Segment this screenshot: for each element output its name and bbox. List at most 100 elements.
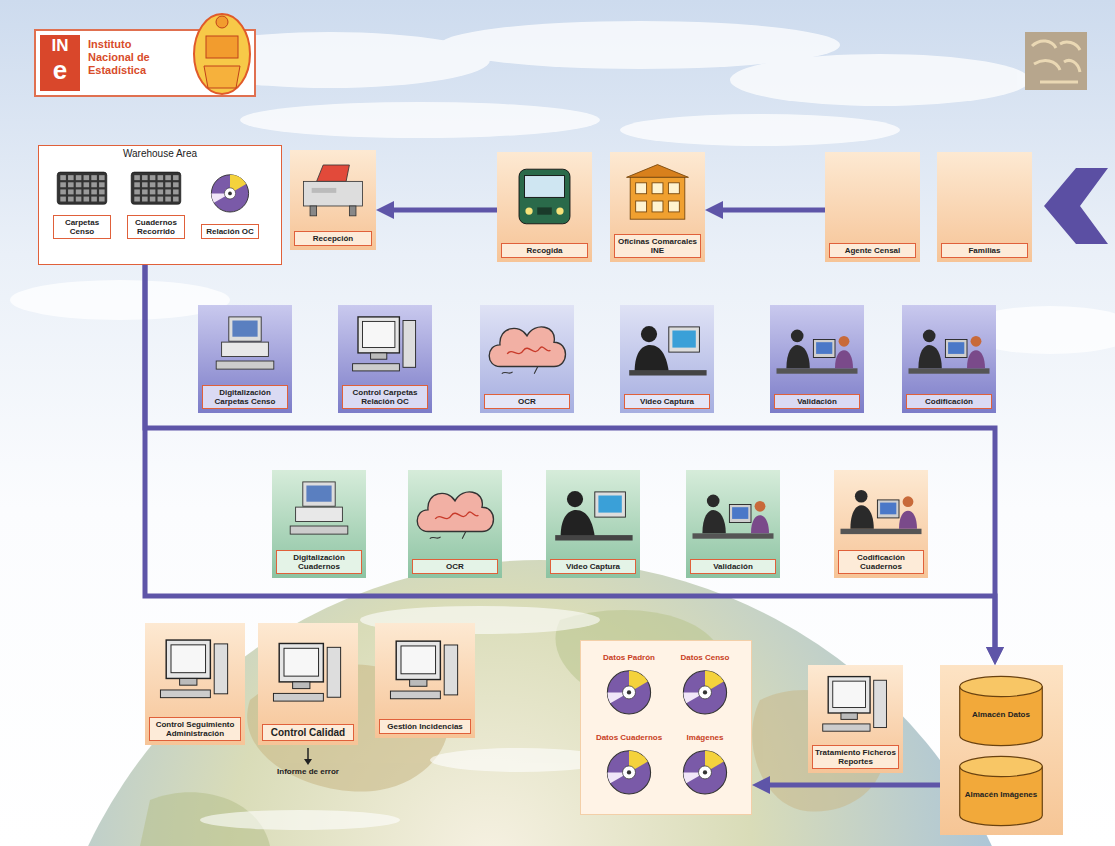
illustration-part xyxy=(489,327,565,374)
icon-cloud xyxy=(482,308,572,391)
icon-printer xyxy=(292,153,374,228)
illustration-part xyxy=(150,197,156,202)
icon-pcbig xyxy=(260,626,356,721)
illustration-part xyxy=(732,507,748,519)
illustration-part xyxy=(142,189,148,194)
illustration-part xyxy=(567,491,583,507)
process-box: Video Captura xyxy=(546,470,640,578)
illustration-part xyxy=(40,35,80,91)
illustration-part xyxy=(173,175,179,180)
icon-cd xyxy=(669,742,741,803)
illustration-part xyxy=(444,645,457,695)
illustration-part xyxy=(561,510,595,537)
illustration-part xyxy=(669,327,700,352)
illustration-part xyxy=(353,317,416,371)
illustration-part xyxy=(410,680,427,687)
illustration-part xyxy=(68,197,74,202)
illustration-part xyxy=(160,690,210,698)
illustration-part xyxy=(327,647,340,697)
illustration-part xyxy=(150,189,156,194)
illustration-part xyxy=(273,643,340,701)
icon-people xyxy=(836,473,926,547)
illustration-part xyxy=(699,766,712,779)
illustration-part xyxy=(823,724,870,731)
globe-land xyxy=(140,610,885,846)
process-box: Relación OC xyxy=(197,163,263,243)
illustration-part xyxy=(841,713,857,719)
illustration-part xyxy=(284,648,319,676)
illustration-part xyxy=(165,182,171,187)
illustration-part xyxy=(556,207,563,214)
flow-arrow xyxy=(714,208,825,213)
icon-cd xyxy=(669,662,741,723)
illustration-part xyxy=(702,510,725,533)
icon-pcbig xyxy=(340,308,430,382)
storage-label: Almacén Datos xyxy=(964,710,1038,719)
icon-keyboard xyxy=(125,166,187,212)
process-box: Video Captura xyxy=(620,305,714,413)
illustration-part xyxy=(222,342,269,356)
illustration-part xyxy=(390,641,457,699)
illustration-part xyxy=(835,350,853,368)
disc-label: Datos Cuadernos xyxy=(593,733,665,742)
illustration-part xyxy=(303,181,362,206)
illustration-part xyxy=(672,331,695,348)
storage-label: Almacén Imágenes xyxy=(964,790,1038,799)
icon-people xyxy=(688,473,778,556)
box-label: Relación OC xyxy=(201,224,259,239)
icon-cd xyxy=(199,166,261,221)
illustration-part xyxy=(180,678,197,685)
illustration-part xyxy=(76,182,82,187)
icon-people xyxy=(904,308,994,391)
box-label: Agente Censal xyxy=(829,243,916,258)
illustration-part xyxy=(279,643,323,681)
illustration-part xyxy=(777,330,858,374)
logo-text: IN xyxy=(42,37,78,56)
illustration-part xyxy=(555,535,632,540)
illustration-part xyxy=(636,183,647,194)
illustration-part xyxy=(131,172,181,204)
illustration-part xyxy=(841,529,922,534)
illustration-part xyxy=(598,496,621,513)
illustration-part xyxy=(755,501,766,512)
illustration-part xyxy=(960,676,1043,696)
box-label: Familias xyxy=(941,243,1028,258)
illustration-part xyxy=(76,189,82,194)
illustration-part xyxy=(68,189,74,194)
illustration-part xyxy=(214,644,227,694)
illustration-part xyxy=(68,175,74,180)
illustration-part xyxy=(306,486,331,502)
disc-node: Datos Padrón xyxy=(593,653,665,725)
storage-cylinder: Almacén Datos xyxy=(958,675,1044,747)
illustration-part xyxy=(303,482,335,506)
illustration-part xyxy=(627,165,689,178)
illustration-part xyxy=(683,671,726,714)
illustration-part xyxy=(833,681,866,707)
illustration-part xyxy=(652,183,663,194)
illustration-part xyxy=(68,182,74,187)
illustration-part xyxy=(60,175,66,180)
illustration-part xyxy=(519,169,570,224)
process-box: Control Carpetas Relación OC xyxy=(338,305,432,413)
flow-arrow xyxy=(145,265,995,656)
illustration-part xyxy=(401,646,436,674)
illustration-part xyxy=(683,751,726,794)
illustration-part xyxy=(10,280,230,320)
illustration-part xyxy=(417,492,493,532)
illustration-part xyxy=(134,189,140,194)
illustration-part xyxy=(652,201,663,212)
illustration-part xyxy=(1025,32,1087,90)
illustration-part xyxy=(629,326,706,376)
storage-cylinder: Almacén Imágenes xyxy=(958,755,1044,827)
illustration-part xyxy=(166,640,210,678)
illustration-part xyxy=(310,206,317,216)
illustration-part xyxy=(60,189,66,194)
box-label: Digitalización Cuadernos xyxy=(276,550,362,574)
illustration-part xyxy=(158,182,164,187)
illustration-part xyxy=(791,330,804,343)
illustration-part xyxy=(607,751,650,794)
process-box: Digitalización Carpetas Censo xyxy=(198,305,292,413)
illustration-part xyxy=(273,693,323,701)
